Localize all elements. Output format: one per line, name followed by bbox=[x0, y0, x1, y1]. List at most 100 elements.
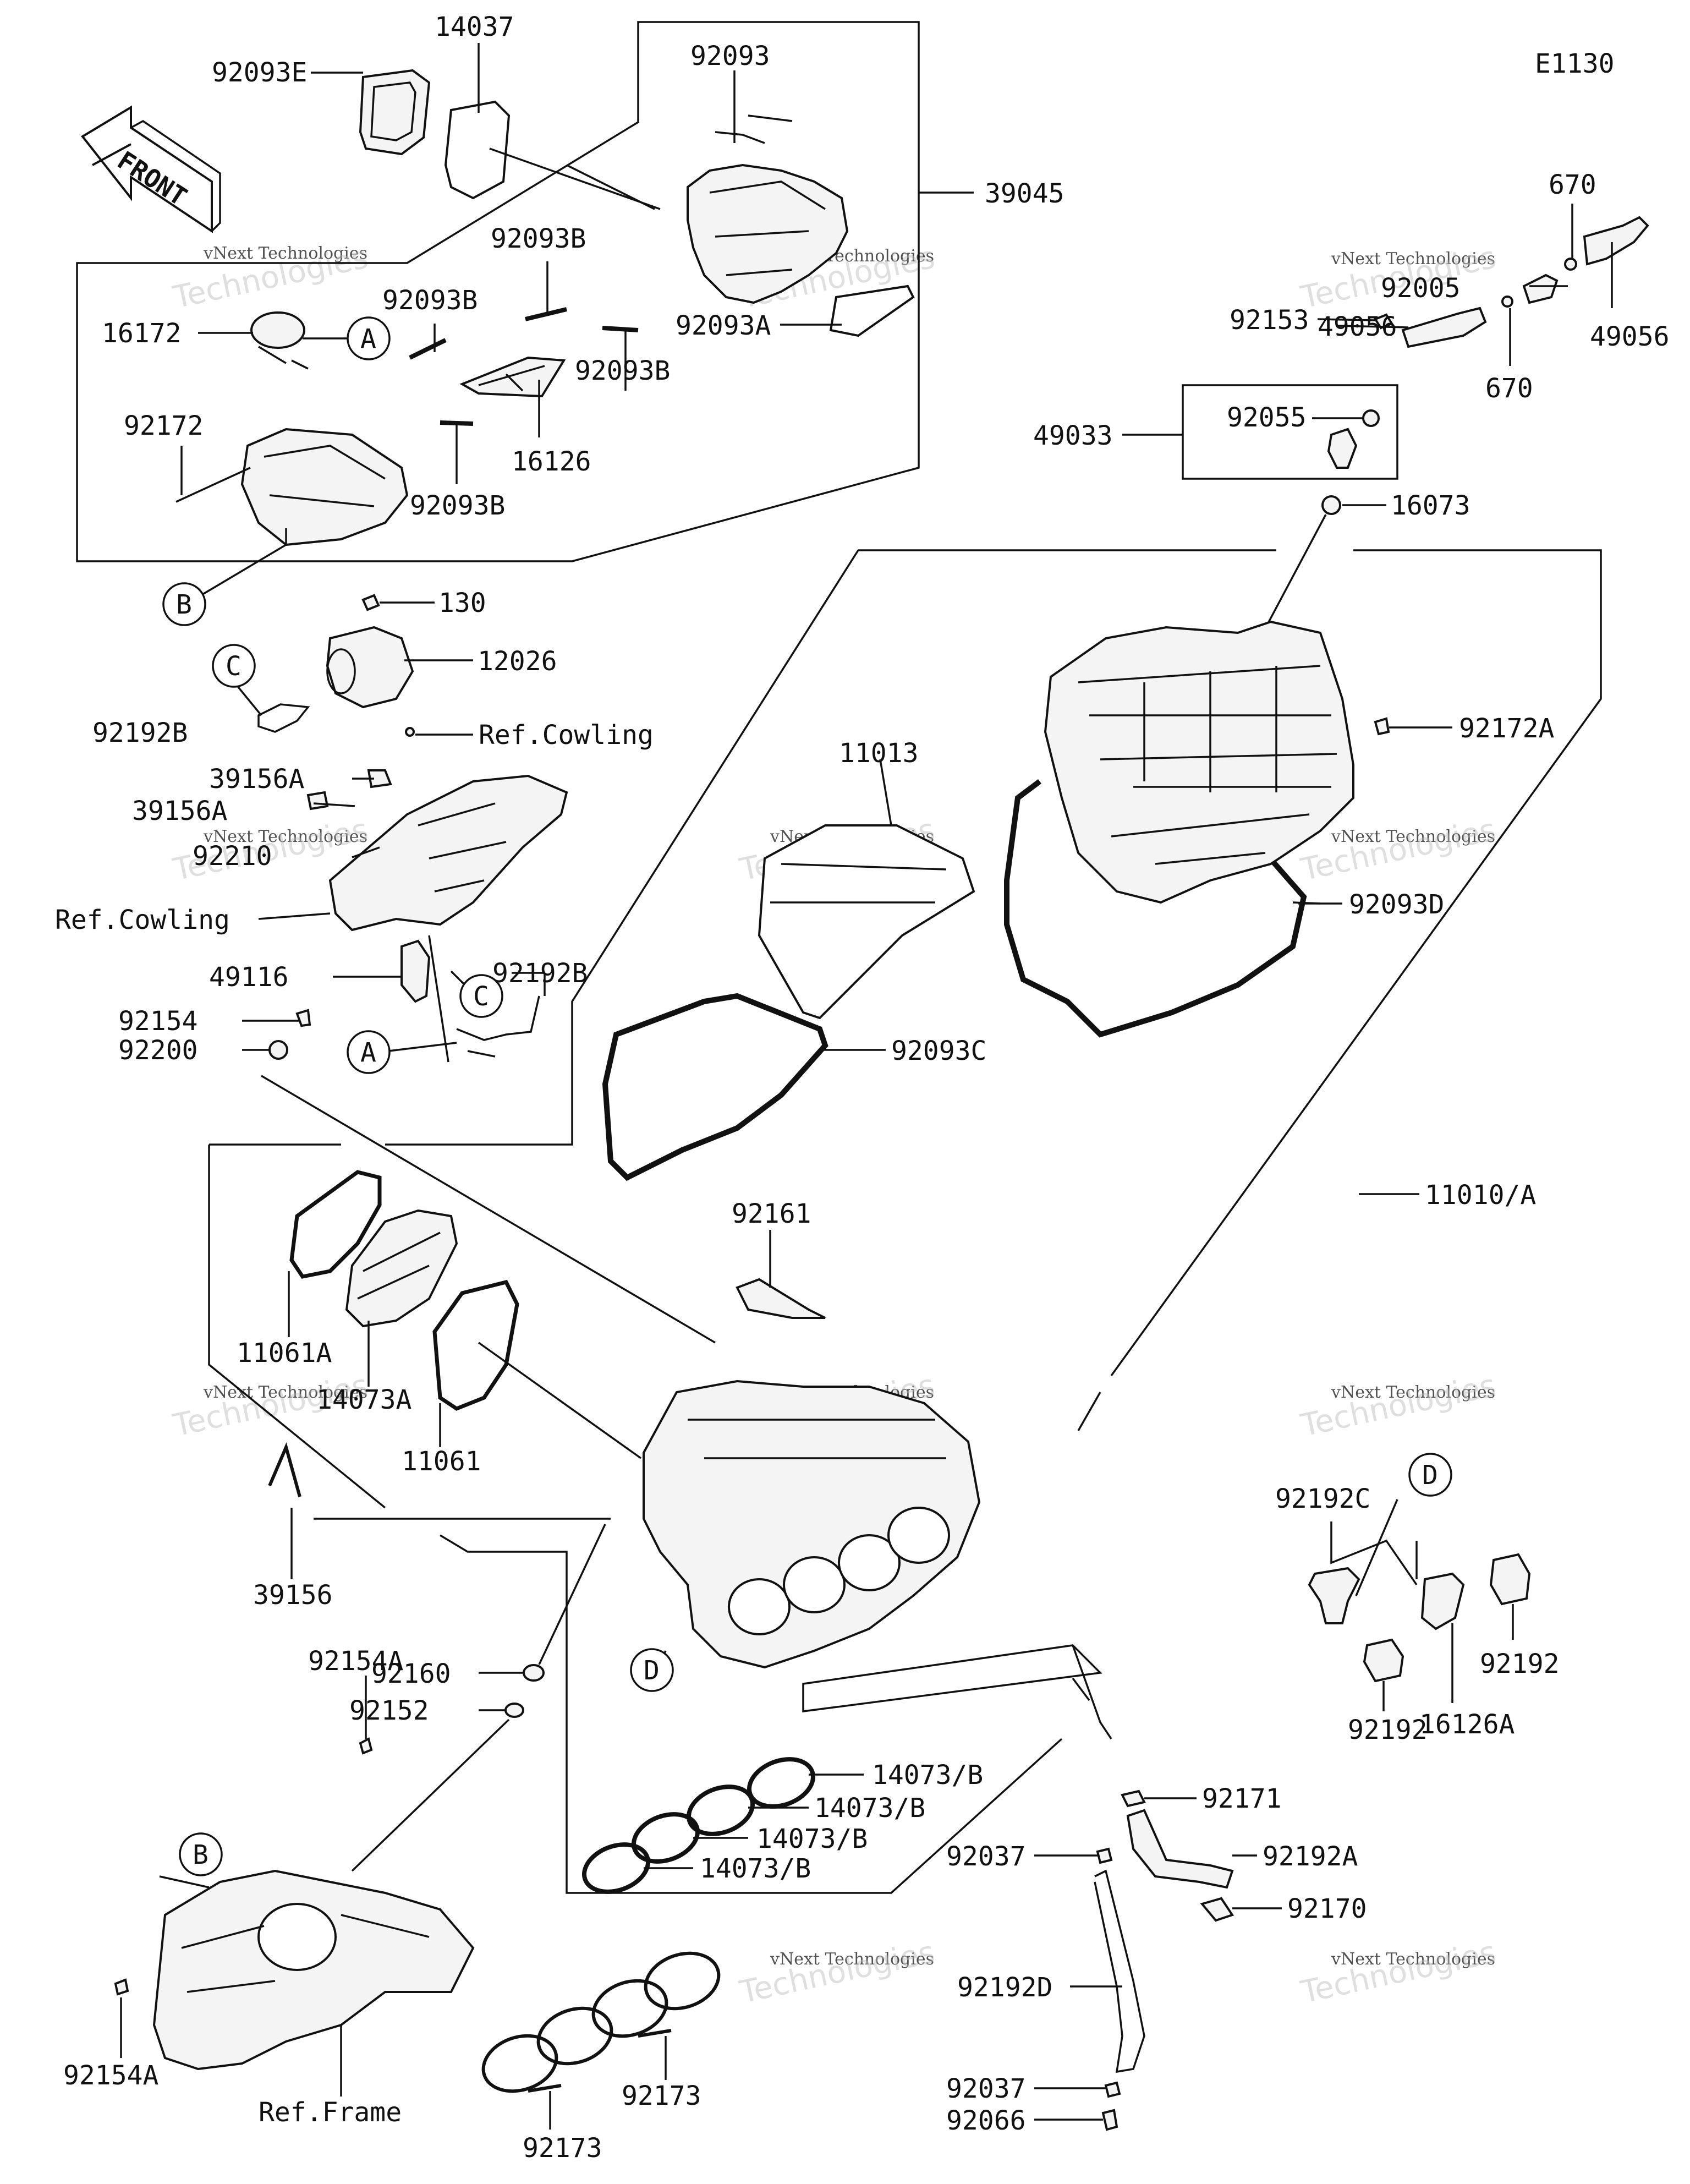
part-92093E bbox=[359, 69, 431, 156]
label-130: 130 bbox=[438, 588, 486, 618]
label-49033: 49033 bbox=[1033, 420, 1113, 451]
callout-a-bottom: A bbox=[360, 1037, 376, 1068]
air-cleaner-upper-group bbox=[385, 549, 1602, 1431]
part-39156A-upper bbox=[367, 769, 392, 789]
label-11010A: 11010/A bbox=[1425, 1180, 1536, 1211]
label-92154A-upper: 92154A bbox=[308, 1646, 403, 1677]
part-labels: 92093E 14037 92093 39045 92093B 92093B 1… bbox=[102, 12, 1670, 521]
part-49056-lower bbox=[1401, 306, 1487, 348]
callout-d-valve: D bbox=[1422, 1460, 1438, 1491]
watermark-company: vNext Technologies bbox=[203, 1383, 367, 1402]
label-11013: 11013 bbox=[839, 738, 919, 769]
callout-b-frame: B bbox=[193, 1840, 208, 1870]
label-92192B-upper: 92192B bbox=[92, 718, 188, 748]
label-92192D: 92192D bbox=[957, 1972, 1052, 2003]
label-14073B-3: 14073/B bbox=[756, 1824, 868, 1854]
label-92172: 92172 bbox=[124, 410, 204, 441]
label-92152: 92152 bbox=[349, 1695, 429, 1726]
label-12026: 12026 bbox=[478, 646, 557, 677]
label-92173-left: 92173 bbox=[523, 2133, 602, 2164]
watermark-company: vNext Technologies bbox=[1331, 827, 1495, 846]
label-92093B-3: 92093B bbox=[575, 355, 670, 386]
part-14073B-3 bbox=[631, 1812, 700, 1864]
callout-d-airbox: D bbox=[644, 1655, 660, 1686]
label-92093B-4: 92093B bbox=[410, 490, 505, 521]
part-14073B-4 bbox=[581, 1842, 651, 1894]
label-16126: 16126 bbox=[512, 446, 591, 477]
label-92170: 92170 bbox=[1287, 1893, 1367, 1924]
label-14073B-2: 14073/B bbox=[814, 1793, 925, 1824]
label-92154: 92154 bbox=[118, 1006, 198, 1037]
label-49056-right: 49056 bbox=[1590, 321, 1670, 352]
label-92192C: 92192C bbox=[1275, 1484, 1370, 1514]
label-11061: 11061 bbox=[402, 1446, 481, 1477]
part-49116 bbox=[400, 939, 431, 1003]
label-14037: 14037 bbox=[435, 12, 514, 42]
label-92093D: 92093D bbox=[1349, 889, 1444, 920]
part-92037-upper bbox=[1096, 1847, 1113, 1864]
part-92154A-upper bbox=[359, 1737, 373, 1755]
label-670-upper: 670 bbox=[1549, 169, 1596, 200]
watermark-company: vNext Technologies bbox=[770, 1950, 934, 1969]
assembly-boundary-39045 bbox=[76, 21, 920, 562]
label-ref-cowling-upper: Ref.Cowling bbox=[479, 720, 654, 751]
label-92093E: 92093E bbox=[212, 57, 307, 88]
label-49056-left: 49056 bbox=[1318, 311, 1397, 342]
part-92173-4 bbox=[644, 1951, 721, 2011]
watermark-company: vNext Technologies bbox=[203, 827, 367, 846]
callout-circles: A B C C A D D B bbox=[162, 316, 1452, 1876]
label-92153: 92153 bbox=[1230, 305, 1309, 336]
label-39045: 39045 bbox=[985, 178, 1065, 209]
watermark-company: vNext Technologies bbox=[1331, 1383, 1495, 1402]
label-ref-cowling-lower: Ref.Cowling bbox=[55, 905, 230, 935]
label-ref-frame: Ref.Frame bbox=[259, 2097, 402, 2128]
air-duct-assembly-group bbox=[76, 21, 974, 598]
watermark-company: vNext Technologies bbox=[1331, 249, 1495, 269]
label-92171: 92171 bbox=[1202, 1783, 1282, 1814]
part-92192-left bbox=[1363, 1638, 1404, 1683]
label-49116: 49116 bbox=[209, 962, 289, 993]
callout-b-top: B bbox=[176, 589, 192, 620]
part-92173-2 bbox=[536, 2006, 613, 2066]
label-92005: 92005 bbox=[1381, 273, 1461, 304]
part-92192-right bbox=[1489, 1553, 1531, 1606]
part-92037-lower bbox=[1104, 2081, 1121, 2098]
label-92066: 92066 bbox=[946, 2105, 1026, 2136]
air-cleaner-lower-group bbox=[208, 1143, 1063, 1894]
part-92093D bbox=[1004, 779, 1307, 1038]
part-130 bbox=[361, 594, 380, 611]
label-92172A: 92172A bbox=[1459, 713, 1554, 744]
label-92037-lower: 92037 bbox=[946, 2073, 1026, 2104]
label-16172: 16172 bbox=[102, 318, 182, 349]
part-14073B-2 bbox=[686, 1785, 755, 1836]
part-16073 bbox=[1321, 495, 1341, 515]
part-92093C bbox=[602, 993, 828, 1181]
part-92172A bbox=[1374, 717, 1390, 736]
part-92192C bbox=[1308, 1567, 1360, 1624]
label-92093B-2: 92093B bbox=[382, 285, 478, 316]
part-670-lower bbox=[1501, 295, 1513, 308]
valve-16126A-group bbox=[1308, 1499, 1531, 1711]
part-49056-upper bbox=[1583, 216, 1649, 266]
label-92037-upper: 92037 bbox=[946, 1841, 1026, 1872]
hose-group bbox=[802, 1644, 1282, 2131]
part-cowling-bracket bbox=[328, 774, 568, 932]
label-11061A: 11061A bbox=[237, 1338, 332, 1369]
frame-clamp-group bbox=[114, 1676, 721, 2130]
part-92154 bbox=[295, 1009, 311, 1027]
label-92192-left: 92192 bbox=[1348, 1715, 1428, 1745]
part-92192A bbox=[1126, 1809, 1234, 1889]
part-92066 bbox=[1101, 2109, 1118, 2131]
label-92093C: 92093C bbox=[891, 1036, 986, 1066]
part-92093 bbox=[715, 131, 765, 144]
label-39156: 39156 bbox=[253, 1580, 333, 1611]
label-92093B-1: 92093B bbox=[491, 223, 586, 254]
part-11061 bbox=[432, 1279, 519, 1411]
part-92153 bbox=[1374, 313, 1393, 330]
callout-c-left: C bbox=[226, 651, 242, 682]
watermark-company: vNext Technologies bbox=[203, 244, 367, 263]
part-11061A bbox=[289, 1170, 382, 1279]
label-92055: 92055 bbox=[1227, 402, 1307, 433]
